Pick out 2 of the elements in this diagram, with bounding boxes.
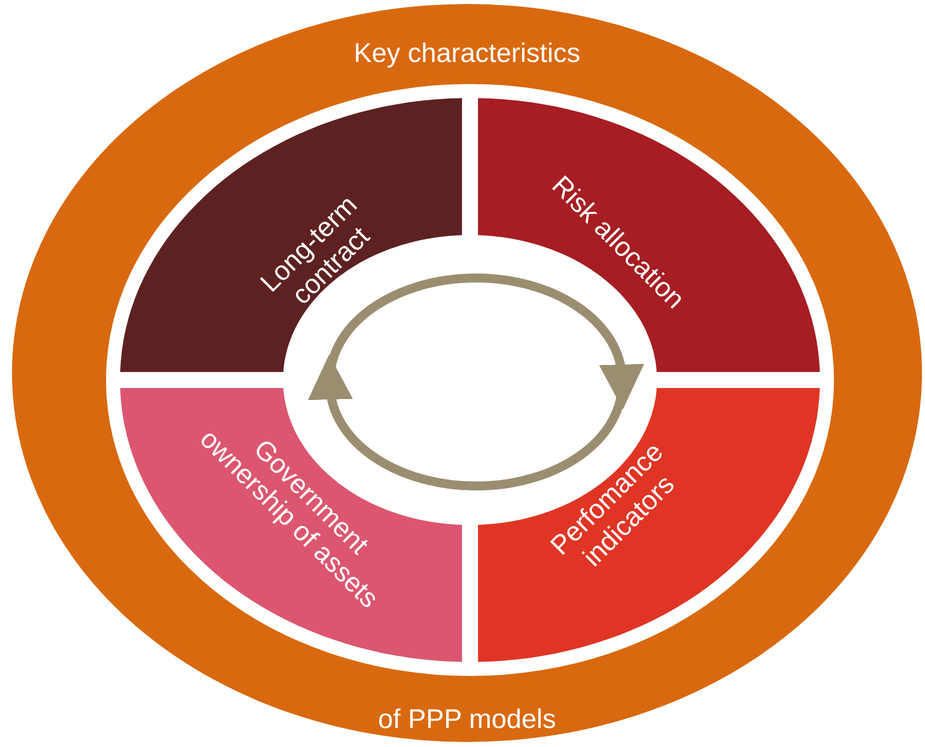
ring-label: of PPP models <box>376 704 558 735</box>
ring-label: Key characteristics <box>352 38 582 69</box>
